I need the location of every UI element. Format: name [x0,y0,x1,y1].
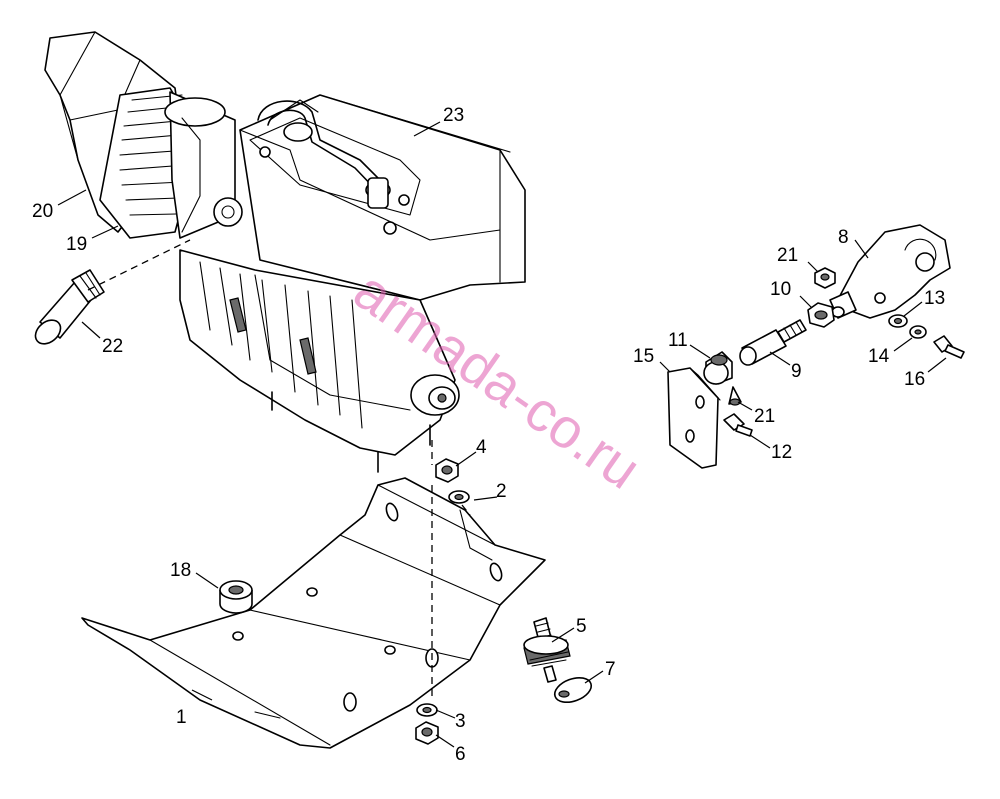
callout-21-lower: 21 [754,406,775,427]
washer-3 [416,703,438,717]
rubber-mount-5 [523,617,571,683]
leader-lines [57,121,947,748]
callout-11: 11 [668,330,688,351]
nut-21-top [814,267,836,289]
callout-1: 1 [176,707,187,728]
callout-16: 16 [904,369,925,390]
callout-4: 4 [476,437,487,458]
nut-4 [435,458,459,483]
washer-2 [448,490,470,504]
fitting-22 [34,269,105,345]
callout-5: 5 [576,616,587,637]
engine-assembly [44,31,526,473]
callout-2: 2 [496,481,507,502]
grommet-11 [703,351,733,385]
spacer-18 [219,580,253,614]
cap-7 [553,676,593,704]
bracket-8 [829,224,951,319]
callout-9: 9 [791,361,802,382]
callout-13: 13 [924,288,945,309]
washer-14 [909,325,927,339]
callout-6: 6 [455,744,466,765]
nut-6 [415,721,439,745]
callout-10: 10 [770,279,791,300]
callout-3: 3 [455,711,466,732]
callout-19: 19 [66,234,87,255]
callout-20: 20 [32,201,53,222]
skid-plate [81,477,546,749]
bolt-12 [723,413,753,437]
callout-14: 14 [868,346,890,367]
assembly-lines [87,239,471,700]
nut-21-lower [728,386,742,406]
washer-13 [888,314,908,328]
callout-23: 23 [443,105,464,126]
callout-8: 8 [838,227,849,248]
callout-numbers: 1 2 3 4 5 6 7 8 9 10 11 12 13 14 15 16 1… [32,105,945,765]
callout-22: 22 [102,336,123,357]
nut-10 [807,302,835,328]
callout-18: 18 [170,560,191,581]
callout-15: 15 [633,346,654,367]
callout-7: 7 [605,659,616,680]
callout-21-top: 21 [777,245,798,266]
callout-12: 12 [771,442,792,463]
bolt-16 [933,335,965,359]
plate-15 [667,367,721,469]
standoff-9 [739,319,807,366]
